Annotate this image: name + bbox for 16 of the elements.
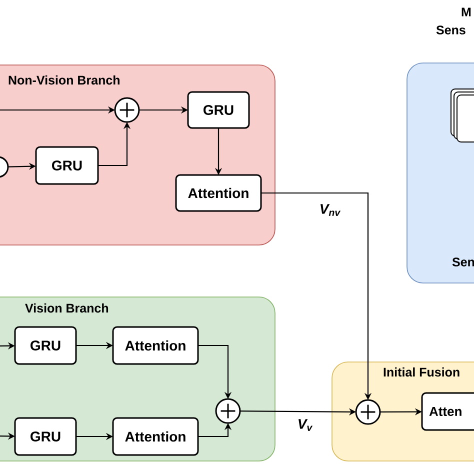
sum-circle [114,97,140,123]
heading-text: Sens [436,26,466,34]
sum-circle [215,398,241,424]
process-box: Attention [175,174,262,212]
process-box: Attention [112,417,199,456]
edge-label: V$_{v}$ [296,418,314,432]
process-box: GRU [35,146,99,185]
process-box: GRU [187,91,250,129]
process-box: Atten [421,392,474,431]
process-box: GRU [14,326,77,365]
edge-label: V$_{nv}$ [318,203,342,217]
process-box: GRU [14,417,77,456]
process-box: Attention [112,326,199,365]
heading-text: M [462,8,471,16]
branch-panel: Sen [406,62,474,284]
sum-circle [355,399,381,425]
